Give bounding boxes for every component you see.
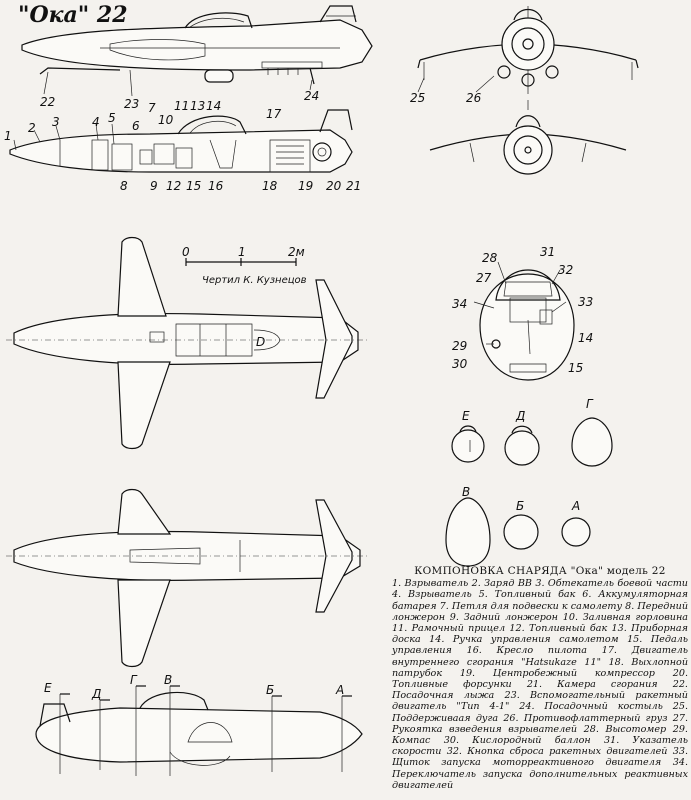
plan-view-bottom <box>6 488 370 668</box>
part-label: 12 <box>166 179 181 193</box>
part-label: 18 <box>262 179 278 193</box>
section-label: Д <box>515 409 525 423</box>
part-label: 3 <box>52 115 60 129</box>
scale-tick-2: 2м <box>288 245 305 259</box>
part-label: 19 <box>298 179 313 193</box>
side-view-section <box>9 109 353 173</box>
scale-tick-0: 0 <box>182 245 190 259</box>
cockpit-labels: 31 28 32 27 34 33 14 29 30 15 <box>452 245 593 375</box>
part-label: 22 <box>40 95 55 109</box>
leader-lines <box>13 75 567 345</box>
part-label: 24 <box>304 89 319 103</box>
parts-legend: КОМПОНОВКА СНАРЯДА "Ока" модель 22 1. Вз… <box>392 565 688 791</box>
part-label: 31 <box>540 245 555 259</box>
part-label: 30 <box>452 357 468 371</box>
part-label: 9 <box>150 179 158 193</box>
bottom-section-marks: Е Д Г В Б А <box>44 673 344 701</box>
part-label: 34 <box>452 297 467 311</box>
side-view-external <box>21 5 373 97</box>
part-label: 21 <box>346 179 361 193</box>
part-label: 17 <box>266 107 282 121</box>
part-label: 23 <box>124 97 139 111</box>
part-label: 4 <box>92 115 100 129</box>
part-label: 11 <box>174 99 189 113</box>
part-label: 1 <box>4 129 12 143</box>
part-label: 25 <box>410 91 425 105</box>
legend-heading: КОМПОНОВКА СНАРЯДА "Ока" модель 22 <box>414 565 666 577</box>
front-view <box>417 6 639 94</box>
part-label: 33 <box>578 295 593 309</box>
part-label: 32 <box>558 263 573 277</box>
plan-view-top: D <box>6 236 370 450</box>
part-label: 20 <box>326 179 342 193</box>
part-label: 14 <box>578 331 593 345</box>
section-mark: В <box>164 673 172 687</box>
section-label: Г <box>586 397 594 411</box>
part-label: 2 <box>28 121 36 135</box>
section-label: В <box>462 485 470 499</box>
scale-bar: 0 1 2м <box>182 245 305 266</box>
part-label: 15 <box>568 361 583 375</box>
section-mark: Е <box>44 681 52 695</box>
part-label: 28 <box>482 251 498 265</box>
section-mark: Б <box>266 683 274 697</box>
part-label: 27 <box>476 271 492 285</box>
side-view-labels: 1 2 3 4 5 6 7 10 11 13 14 8 9 12 15 16 1… <box>4 89 482 193</box>
part-label: 7 <box>148 101 156 115</box>
scale-tick-1: 1 <box>238 245 246 259</box>
section-label: Б <box>516 499 524 513</box>
part-label: 29 <box>452 339 467 353</box>
section-mark: А <box>335 683 344 697</box>
part-label: 10 <box>158 113 174 127</box>
part-label: 14 <box>206 99 221 113</box>
svg-text:D: D <box>256 335 265 349</box>
section-mark: Г <box>130 673 138 687</box>
section-letters: Е Д Г В Б А <box>462 397 594 513</box>
part-label: 6 <box>132 119 140 133</box>
front-view-clean <box>429 100 627 175</box>
section-mark: Д <box>91 687 101 701</box>
cross-sections <box>445 417 613 567</box>
author-credit: Чертил К. Кузнецов <box>202 275 307 286</box>
part-label: 26 <box>466 91 482 105</box>
part-label: 16 <box>208 179 224 193</box>
part-label: 13 <box>190 99 205 113</box>
section-label: Е <box>462 409 470 423</box>
legend-body: 1. Взрыватель 2. Заряд ВВ 3. Обтекатель … <box>392 578 688 791</box>
part-label: 5 <box>108 111 116 125</box>
part-label: 15 <box>186 179 201 193</box>
page-title: "Ока" 22 <box>18 2 128 28</box>
part-label: 8 <box>120 179 128 193</box>
side-view-sections <box>35 685 363 776</box>
section-label: А <box>571 499 580 513</box>
cockpit-section <box>479 269 575 381</box>
